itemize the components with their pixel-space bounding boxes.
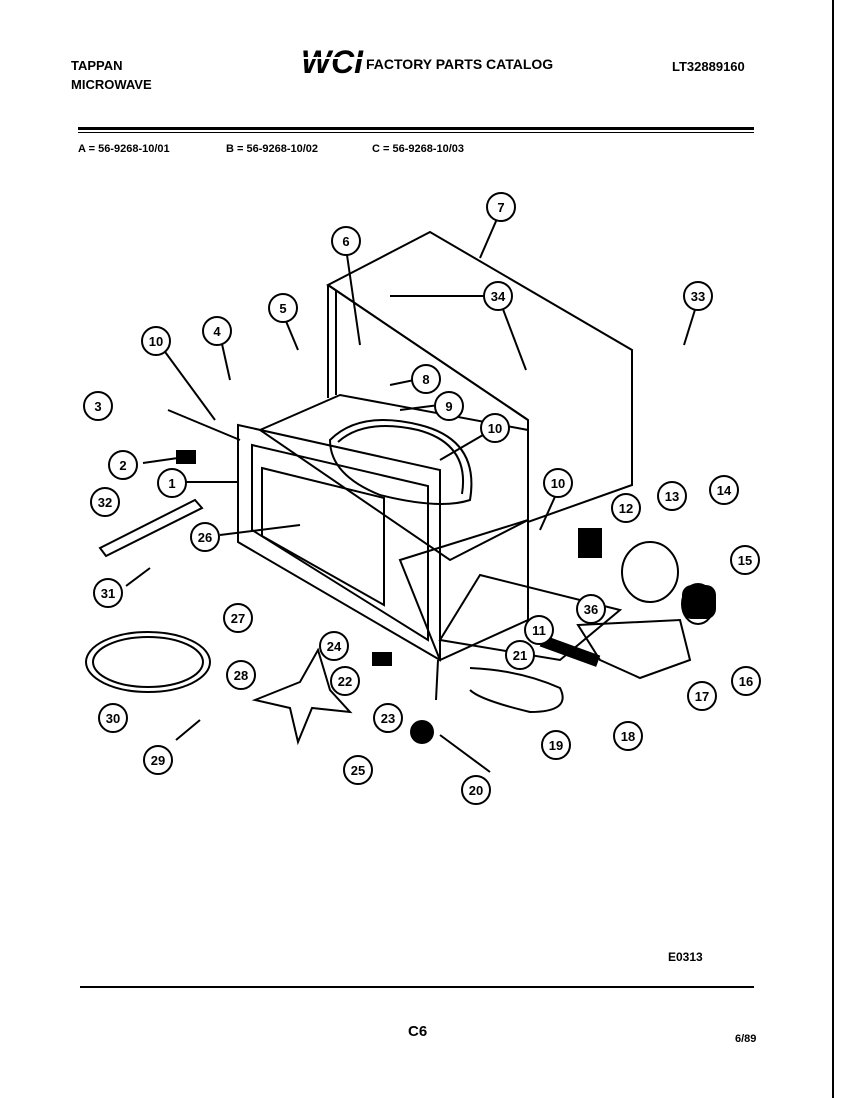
model-number: LT32889160 <box>672 59 745 74</box>
callout-10: 10 <box>149 334 163 349</box>
header-rule-thick <box>78 127 754 130</box>
product-type: MICROWAVE <box>71 77 152 92</box>
callout-18: 18 <box>621 729 635 744</box>
callout-13: 13 <box>665 489 679 504</box>
callout-15: 15 <box>738 553 752 568</box>
callout-24: 24 <box>327 639 342 654</box>
catalog-title: FACTORY PARTS CATALOG <box>366 56 554 72</box>
brand-name: TAPPAN <box>71 58 123 73</box>
callout-8: 8 <box>422 372 429 387</box>
callout-31: 31 <box>101 586 115 601</box>
callout-7: 7 <box>497 200 504 215</box>
callout-28: 28 <box>234 668 248 683</box>
callout-20: 20 <box>469 783 483 798</box>
callout-11: 11 <box>532 623 546 638</box>
callout-26: 26 <box>198 530 212 545</box>
callout-5: 5 <box>279 301 286 316</box>
wci-logo: WCI <box>300 44 366 80</box>
callout-16: 16 <box>739 674 753 689</box>
callout-30: 30 <box>106 711 120 726</box>
callout-27: 27 <box>231 611 245 626</box>
drawing-code: E0313 <box>668 950 703 964</box>
outer-cabinet-drawing <box>326 230 633 524</box>
callout-12: 12 <box>619 501 633 516</box>
callout-10: 10 <box>488 421 502 436</box>
callout-21: 21 <box>513 648 527 663</box>
callout-32: 32 <box>98 495 112 510</box>
variant-a: A = 56-9268-10/01 <box>78 143 170 155</box>
callout-1: 1 <box>168 476 175 491</box>
callout-34: 34 <box>491 289 506 304</box>
callout-22: 22 <box>338 674 352 689</box>
callout-19: 19 <box>549 738 563 753</box>
catalog-date: 6/89 <box>735 1033 757 1045</box>
callout-25: 25 <box>351 763 365 778</box>
callout-2: 2 <box>119 458 126 473</box>
callout-6: 6 <box>342 234 349 249</box>
callout-23: 23 <box>381 711 395 726</box>
callout-9: 9 <box>445 399 452 414</box>
callout-29: 29 <box>151 753 165 768</box>
callout-3: 3 <box>94 399 101 414</box>
oven-cavity-drawing <box>257 393 529 562</box>
footer-rule <box>80 986 754 988</box>
svg-text:WCI: WCI <box>301 44 364 80</box>
variant-b: B = 56-9268-10/02 <box>226 143 319 155</box>
front-frame-drawing <box>237 423 441 662</box>
callout-14: 14 <box>717 483 732 498</box>
header-rule-thin <box>78 132 754 133</box>
page-number: C6 <box>408 1023 428 1040</box>
callout-36: 36 <box>584 602 598 617</box>
callout-33: 33 <box>691 289 705 304</box>
page-edge-line <box>832 0 834 1098</box>
callout-17: 17 <box>695 689 709 704</box>
callout-4: 4 <box>213 324 221 339</box>
variant-c: C = 56-9268-10/03 <box>372 143 465 155</box>
callout-10: 10 <box>551 476 565 491</box>
